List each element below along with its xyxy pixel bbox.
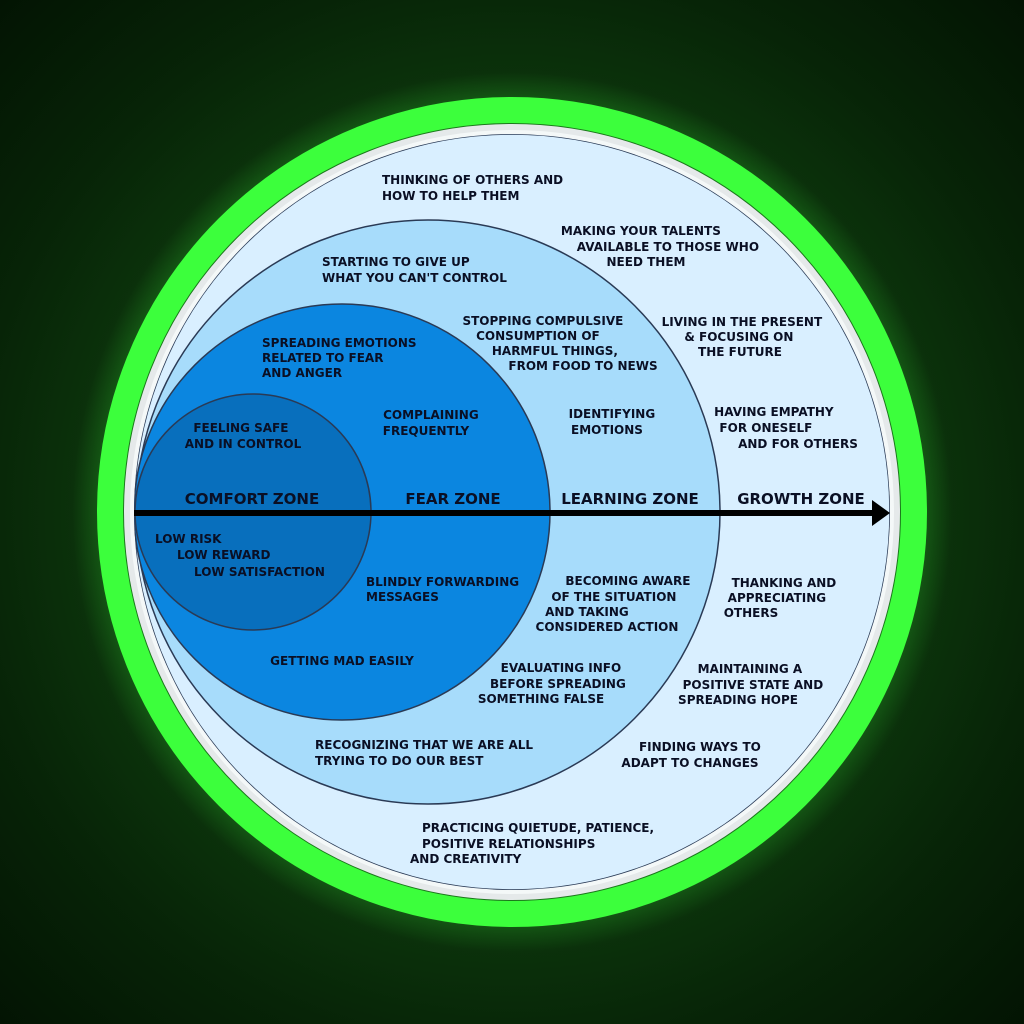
learning-item-identifying: IDENTIFYING EMOTIONS <box>569 407 660 437</box>
fear-item-getting-mad: GETTING MAD EASILY <box>270 654 414 668</box>
growth-item-living-present: LIVING IN THE PRESENT & FOCUSING ON THE … <box>662 315 827 359</box>
growth-item-positive-state: MAINTAINING A POSITIVE STATE AND SPREADI… <box>678 662 827 707</box>
learning-item-give-up: STARTING TO GIVE UP WHAT YOU CAN'T CONTR… <box>322 255 507 285</box>
learning-item-compulsive: STOPPING COMPULSIVE CONSUMPTION OF HARMF… <box>462 314 657 373</box>
zone-title-fear: FEAR ZONE <box>405 490 500 508</box>
fear-item-blindly-forwarding: BLINDLY FORWARDING MESSAGES <box>366 575 523 604</box>
growth-item-adapt: FINDING WAYS TO ADAPT TO CHANGES <box>621 740 765 770</box>
fear-item-spreading-emotions: SPREADING EMOTIONS RELATED TO FEAR AND A… <box>262 336 421 380</box>
growth-item-empathy: HAVING EMPATHY FOR ONESELF AND FOR OTHER… <box>714 405 858 451</box>
zone-title-growth: GROWTH ZONE <box>737 490 865 508</box>
neon-ring <box>97 97 927 927</box>
growth-item-quietude: PRACTICING QUIETUDE, PATIENCE, POSITIVE … <box>410 821 658 866</box>
learning-item-recognizing: RECOGNIZING THAT WE ARE ALL TRYING TO DO… <box>315 738 537 768</box>
learning-item-becoming-aware: BECOMING AWARE OF THE SITUATION AND TAKI… <box>536 574 695 634</box>
comfort-item-low-risk: LOW RISK LOW REWARD LOW SATISFACTION <box>155 532 325 579</box>
growth-item-talents: MAKING YOUR TALENTS AVAILABLE TO THOSE W… <box>561 224 763 269</box>
learning-item-evaluating: EVALUATING INFO BEFORE SPREADING SOMETHI… <box>478 661 630 706</box>
growth-item-thanking: THANKING AND APPRECIATING OTHERS <box>724 576 841 620</box>
comfort-item-feeling-safe: FEELING SAFE AND IN CONTROL <box>185 421 302 451</box>
growth-arrow-head <box>872 500 890 526</box>
growth-item-thinking-of-others: THINKING OF OTHERS AND HOW TO HELP THEM <box>382 173 567 203</box>
fear-item-complaining: COMPLAINING FREQUENTLY <box>383 408 483 438</box>
zone-title-comfort: COMFORT ZONE <box>185 490 319 508</box>
zone-title-learning: LEARNING ZONE <box>561 490 699 508</box>
